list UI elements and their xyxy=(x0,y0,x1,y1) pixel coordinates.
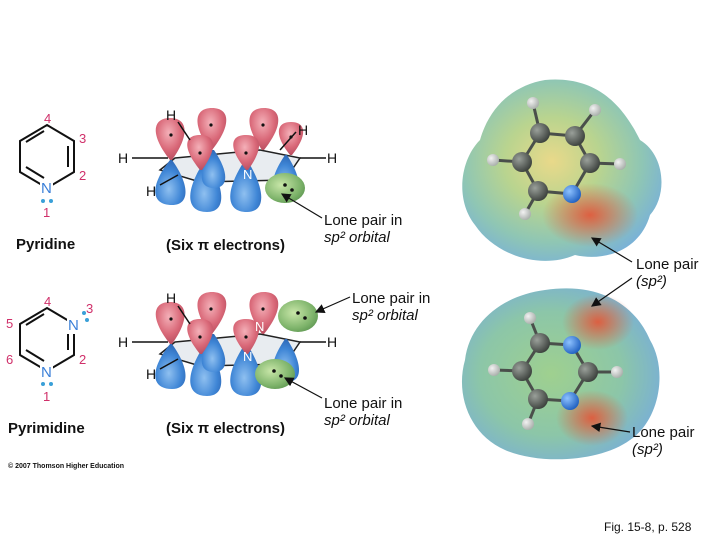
pyrimidine-lone-pair-bottom-line2: sp² orbital xyxy=(324,412,390,429)
pyridine-potential-map xyxy=(462,79,662,261)
pyrimidine-orbital-nitrogen-top: N xyxy=(255,319,265,334)
pyridine-h-top: H xyxy=(166,107,177,123)
figure-reference: Fig. 15-8, p. 528 xyxy=(604,520,692,534)
pyridine-h-bottom: H xyxy=(146,183,157,199)
pyrimidine-map-lone-pair-line2: (sp²) xyxy=(632,441,663,458)
pyridine-lone-pair-label: Lone pair in sp² orbital xyxy=(324,212,402,246)
pyridine-lone-pair-dots xyxy=(41,199,53,203)
pyridine-lone-pair-line2: sp² orbital xyxy=(324,229,390,246)
pyridine-map-lone-pair-line1: Lone pair xyxy=(636,256,699,273)
pyrimidine-position-6: 6 xyxy=(6,352,14,367)
pyrimidine-h-right: H xyxy=(327,334,338,350)
pyrimidine-pi-caption: (Six π electrons) xyxy=(166,420,286,437)
pyridine-orbital-nitrogen: N xyxy=(243,167,253,182)
pyrimidine-position-2: 2 xyxy=(79,352,87,367)
pyrimidine-map-lone-pair-label: Lone pair (sp²) xyxy=(632,424,695,458)
pyridine-name: Pyridine xyxy=(16,236,76,253)
pyrimidine-position-3: 3 xyxy=(86,301,94,316)
pyrimidine-lone-pair-top-line2: sp² orbital xyxy=(352,307,418,324)
pyridine-h-right-top: H xyxy=(298,122,309,138)
pyrimidine-lone-pair-top-line1: Lone pair in xyxy=(352,290,431,307)
pyridine-ring-nitrogen: N xyxy=(40,180,53,197)
pyridine-position-2: 2 xyxy=(79,168,87,183)
pyrimidine-lone-pair-bottom-line1: Lone pair in xyxy=(324,395,403,412)
pyrimidine-potential-map xyxy=(461,288,660,460)
pyrimidine-name: Pyrimidine xyxy=(8,420,85,437)
pyridine-map-lone-pair-label: Lone pair (sp²) xyxy=(636,256,699,290)
pyrimidine-lone-pair-dots xyxy=(41,311,89,386)
pyridine-position-4: 4 xyxy=(44,111,52,126)
annotation-arrows xyxy=(280,193,633,433)
pyridine-map-lone-pair-line2: (sp²) xyxy=(636,273,667,290)
pyrimidine-ring-structure xyxy=(19,306,75,373)
pyrimidine-ring-nitrogen-1: N xyxy=(40,364,53,381)
pyrimidine-position-1: 1 xyxy=(43,389,51,404)
pyrimidine-lone-pair-label-bottom: Lone pair in sp² orbital xyxy=(324,395,402,429)
copyright-notice: © 2007 Thomson Higher Education xyxy=(8,463,125,470)
pyrimidine-position-5: 5 xyxy=(6,316,14,331)
pyrimidine-map-lone-pair-line1: Lone pair xyxy=(632,424,695,441)
pyrimidine-ring-nitrogen-3: N xyxy=(67,317,80,334)
pyridine-position-3: 3 xyxy=(79,131,87,146)
pyridine-orbital-model xyxy=(132,108,326,212)
pyrimidine-orbital-model xyxy=(132,292,326,396)
pyridine-lone-pair-line1: Lone pair in xyxy=(324,212,403,229)
pyridine-h-right: H xyxy=(327,150,338,166)
pyrimidine-h-bottom: H xyxy=(146,366,157,382)
pyrimidine-orbital-nitrogen-bottom: N xyxy=(243,349,253,364)
pyrimidine-h-left: H xyxy=(118,334,129,350)
pyrimidine-lone-pair-label-top: Lone pair in sp² orbital xyxy=(352,290,430,324)
pyridine-h-left: H xyxy=(118,150,129,166)
pyridine-position-1: 1 xyxy=(43,205,51,220)
pyridine-pi-caption: (Six π electrons) xyxy=(166,237,286,254)
pyrimidine-h-top: H xyxy=(166,290,177,306)
pyrimidine-position-4: 4 xyxy=(44,294,52,309)
pyridine-ring-structure xyxy=(19,123,75,190)
